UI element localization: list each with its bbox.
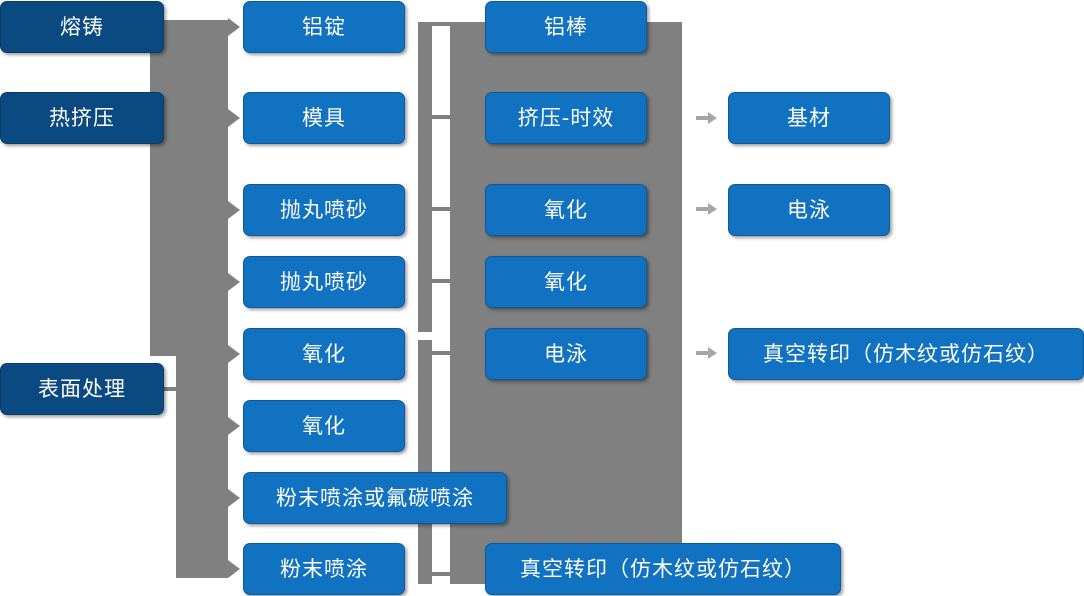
connector-mid-tie-2 <box>432 115 450 119</box>
arrow-stem-to-out-1 <box>696 116 708 120</box>
process-box-shot-blasting-1-label: 抛丸喷砂 <box>280 197 368 222</box>
process-box-oxidation-2-label: 氧化 <box>302 413 346 438</box>
process-box-powder-or-fluorocarbon-coating[interactable]: 粉末喷涂或氟碳喷涂 <box>243 472 507 524</box>
connector-stage-spine <box>150 20 228 356</box>
connector-mid-tie-5 <box>432 351 450 355</box>
arrow-stem-to-out-2 <box>696 207 708 211</box>
process-box-oxidation-2[interactable]: 氧化 <box>243 400 405 452</box>
output-box-electrophoresis[interactable]: 电泳 <box>728 184 890 236</box>
treatment-box-extrusion-aging[interactable]: 挤压-时效 <box>485 92 647 144</box>
connector-arrow-to-proc-2 <box>228 109 240 127</box>
connector-mid-tie-1 <box>432 22 450 26</box>
output-box-base-material-label: 基材 <box>787 105 831 130</box>
output-box-vacuum-transfer-print-label: 真空转印（仿木纹或仿石纹） <box>763 341 1049 366</box>
process-box-mold-label: 模具 <box>302 105 346 130</box>
connector-arrow-to-proc-3 <box>228 201 240 219</box>
treatment-box-aluminum-bar-label: 铝棒 <box>544 14 588 39</box>
treatment-box-aluminum-bar[interactable]: 铝棒 <box>485 1 647 53</box>
treatment-box-extrusion-aging-label: 挤压-时效 <box>517 105 615 130</box>
output-box-vacuum-transfer-print[interactable]: 真空转印（仿木纹或仿石纹） <box>728 328 1084 380</box>
stage-box-hot-extrusion-label: 热挤压 <box>49 105 115 130</box>
output-box-base-material[interactable]: 基材 <box>728 92 890 144</box>
output-box-electrophoresis-label: 电泳 <box>787 197 831 222</box>
connector-surface-treatment-stub <box>160 387 184 391</box>
stage-box-melting[interactable]: 熔铸 <box>0 1 164 53</box>
process-box-powder-coating[interactable]: 粉末喷涂 <box>243 543 405 595</box>
arrow-to-out-3 <box>708 347 717 359</box>
connector-arrow-to-proc-8 <box>228 560 240 578</box>
treatment-box-electrophoresis-label: 电泳 <box>544 341 588 366</box>
process-box-shot-blasting-1[interactable]: 抛丸喷砂 <box>243 184 405 236</box>
treatment-box-oxidation-2[interactable]: 氧化 <box>485 256 647 308</box>
connector-arrow-to-proc-6 <box>228 417 240 435</box>
connector-mid-rail <box>418 22 432 332</box>
arrow-stem-to-out-3 <box>696 351 708 355</box>
treatment-box-electrophoresis[interactable]: 电泳 <box>485 328 647 380</box>
process-box-shot-blasting-2-label: 抛丸喷砂 <box>280 269 368 294</box>
treatment-box-oxidation-1-label: 氧化 <box>544 197 588 222</box>
connector-arrow-to-proc-4 <box>228 273 240 291</box>
process-box-oxidation-1-label: 氧化 <box>302 341 346 366</box>
stage-box-hot-extrusion[interactable]: 热挤压 <box>0 92 164 144</box>
arrow-to-out-2 <box>708 203 717 215</box>
treatment-box-vacuum-transfer-print-label: 真空转印（仿木纹或仿石纹） <box>520 556 806 581</box>
connector-mid-tie-3 <box>432 207 450 211</box>
process-box-powder-coating-label: 粉末喷涂 <box>280 556 368 581</box>
treatment-box-oxidation-1[interactable]: 氧化 <box>485 184 647 236</box>
stage-box-melting-label: 熔铸 <box>60 14 104 39</box>
connector-mid-tie-4 <box>432 279 450 283</box>
process-box-aluminum-ingot[interactable]: 铝锭 <box>243 1 405 53</box>
connector-arrow-to-proc-7 <box>228 489 240 507</box>
process-box-shot-blasting-2[interactable]: 抛丸喷砂 <box>243 256 405 308</box>
treatment-box-oxidation-2-label: 氧化 <box>544 269 588 294</box>
connector-arrow-to-proc-5 <box>228 345 240 363</box>
connector-arrow-to-proc-1 <box>228 18 240 36</box>
connector-mid-tie-6 <box>432 572 450 576</box>
treatment-box-vacuum-transfer-print[interactable]: 真空转印（仿木纹或仿石纹） <box>485 543 841 595</box>
process-box-aluminum-ingot-label: 铝锭 <box>302 14 346 39</box>
process-box-mold[interactable]: 模具 <box>243 92 405 144</box>
process-box-oxidation-1[interactable]: 氧化 <box>243 328 405 380</box>
stage-box-surface-treatment-label: 表面处理 <box>38 376 126 401</box>
arrow-to-out-1 <box>708 112 717 124</box>
connector-mid-rail-lower <box>418 340 432 584</box>
stage-box-surface-treatment[interactable]: 表面处理 <box>0 363 164 415</box>
process-box-powder-or-fluorocarbon-coating-label: 粉末喷涂或氟碳喷涂 <box>276 485 474 510</box>
connector-left-body-lower <box>176 356 228 578</box>
